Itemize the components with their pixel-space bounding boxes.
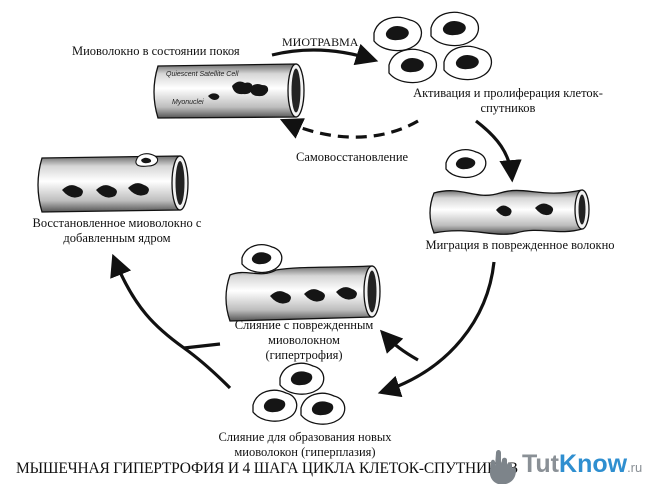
proliferating-cells	[373, 11, 493, 84]
migration-label: Миграция в поврежденное волокно	[425, 238, 615, 252]
fusion-new-label: Слияние для образования новых миоволокон…	[192, 430, 418, 460]
fusion-damaged-line3: (гипертрофия)	[265, 348, 343, 362]
fusion-new-line1: Слияние для образования новых	[218, 430, 392, 444]
activation-label: Активация и пролиферация клеток- спутник…	[372, 86, 644, 116]
fusion-new-line2: миоволокон (гиперплазия)	[234, 445, 376, 459]
restored-fiber	[37, 153, 189, 213]
nucleus-shape	[232, 81, 253, 95]
to-migration-arrow	[475, 119, 522, 183]
myonuclei-label: Myonuclei	[172, 99, 204, 106]
activation-label-line2: спутников	[480, 101, 536, 115]
fusion-damaged-line2: миоволокном	[268, 333, 340, 347]
self-repair-label: Самовосстановление	[296, 150, 409, 164]
watermark-text: TutKnow.ru	[522, 450, 642, 479]
damaged-fiber	[225, 244, 381, 322]
watermark-part1: Tut	[522, 450, 560, 478]
resting-fiber: Quiescent Satellite Cell Myonuclei	[153, 63, 305, 119]
migration-to-fusion-arrow	[377, 261, 496, 398]
activation-label-line1: Активация и пролиферация клеток-	[413, 86, 603, 100]
self-repair-arrow	[279, 118, 419, 139]
figure-caption: МЫШЕЧНАЯ ГИПЕРТРОФИЯ И 4 ШАГА ЦИКЛА КЛЕТ…	[16, 460, 518, 477]
myotrauma-label: МИОТРАВМА	[282, 35, 359, 49]
myotrauma-arrow	[271, 43, 379, 66]
hand-pointer-icon	[489, 450, 516, 484]
nucleus-shape	[250, 84, 269, 97]
satellite-cell-label: Quiescent Satellite Cell	[166, 71, 239, 78]
resting-fiber-label: Миоволокно в состоянии покоя	[72, 44, 240, 58]
restored-fiber-label: Восстановленное миоволокно с добавленным…	[6, 216, 228, 246]
watermark-logo: TutKnow.ru	[486, 446, 642, 486]
fusion-damaged-arrow	[379, 329, 419, 362]
nucleus-shape	[208, 93, 220, 100]
watermark-part2: Know	[559, 450, 628, 478]
watermark-part3: .ru	[627, 460, 643, 475]
fusion-damaged-line1: Слияние с поврежденным	[234, 318, 374, 332]
fusion-cells	[252, 362, 346, 425]
fusion-join-stroke	[183, 342, 221, 350]
migration-fiber	[429, 149, 590, 235]
to-restored-arrow	[110, 253, 232, 390]
restored-label-line1: Восстановленное миоволокно с	[32, 216, 202, 230]
restored-label-line2: добавленным ядром	[63, 231, 171, 245]
fusion-damaged-label: Слияние с поврежденным миоволокном (гипе…	[214, 318, 394, 363]
